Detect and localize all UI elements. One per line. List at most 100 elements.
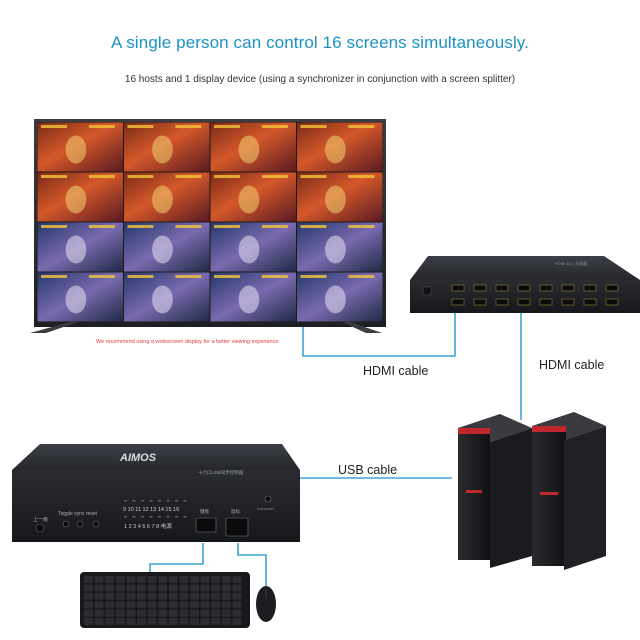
key	[137, 618, 146, 625]
key	[201, 584, 210, 591]
screen-cell	[124, 223, 210, 272]
key	[222, 601, 231, 608]
key	[211, 584, 220, 591]
key	[116, 576, 125, 583]
hdmi-port	[540, 299, 552, 305]
key	[190, 601, 199, 608]
hdmi-port	[452, 285, 464, 291]
key	[222, 610, 231, 617]
brand-logo: AIMOS	[119, 452, 157, 464]
hdmi-cable-label-left: HDMI cable	[363, 364, 428, 378]
key	[158, 593, 167, 600]
mouse	[256, 586, 276, 622]
key	[222, 593, 231, 600]
screen-cell	[38, 273, 124, 322]
hdmi-port	[562, 285, 574, 291]
channel-led	[167, 500, 170, 502]
key	[95, 584, 104, 591]
top-channel-numbers: 9 10 11 12 13 14 15 16	[123, 507, 179, 513]
display-recommendation-note: We recommend using a widescreen display …	[96, 339, 278, 345]
screen-cell	[211, 123, 297, 172]
key	[126, 576, 135, 583]
key	[169, 601, 178, 608]
key	[148, 618, 157, 625]
hdmi-cable-label-right: HDMI cable	[539, 358, 604, 372]
key	[201, 610, 210, 617]
key	[179, 618, 188, 625]
usb-cable-label: USB cable	[338, 463, 397, 477]
key	[169, 610, 178, 617]
screen-cell	[124, 123, 210, 172]
key	[137, 584, 146, 591]
key	[84, 610, 93, 617]
key	[190, 610, 199, 617]
key	[116, 593, 125, 600]
mouse-port-label: 鼠标	[231, 508, 240, 515]
hdmi-port	[518, 299, 530, 305]
prev-label: 上一级	[33, 516, 48, 523]
reset-button	[93, 521, 99, 527]
key	[84, 576, 93, 583]
screen-cell	[211, 173, 297, 222]
key	[84, 618, 93, 625]
hdmi-port	[474, 299, 486, 305]
channel-led	[124, 500, 127, 502]
screen-cell	[38, 123, 124, 172]
usb-port-keyboard	[196, 518, 216, 532]
channel-led	[133, 516, 136, 518]
key	[169, 593, 178, 600]
power-led	[265, 496, 271, 502]
channel-led	[158, 500, 161, 502]
key	[105, 618, 114, 625]
pc-tower-left	[458, 414, 532, 568]
key	[179, 610, 188, 617]
key	[126, 610, 135, 617]
screen-cell	[38, 223, 124, 272]
hdmi-port	[518, 285, 530, 291]
channel-led	[141, 500, 144, 502]
key	[201, 576, 210, 583]
key	[116, 601, 125, 608]
channel-led	[175, 500, 178, 502]
key	[116, 610, 125, 617]
screen-cell	[297, 123, 383, 172]
key	[232, 618, 241, 625]
key	[232, 610, 241, 617]
key	[232, 601, 241, 608]
channel-led	[158, 516, 161, 518]
key	[190, 593, 199, 600]
key	[95, 576, 104, 583]
key	[190, 618, 199, 625]
key	[179, 584, 188, 591]
key	[232, 576, 241, 583]
hdmi-port	[606, 285, 618, 291]
key	[84, 601, 93, 608]
hdmi-port	[452, 299, 464, 305]
key	[137, 610, 146, 617]
key	[201, 618, 210, 625]
hdmi-port	[562, 299, 574, 305]
screen-cell	[124, 173, 210, 222]
key	[201, 593, 210, 600]
keyboard	[80, 572, 250, 628]
channel-led	[150, 500, 153, 502]
key	[190, 584, 199, 591]
bottom-channel-numbers: 1 2 3 4 5 6 7 8 电源	[124, 522, 172, 530]
usb-sync-controller: AIMOS 十六口USB同步控制器 上一级 Toggle sync reset …	[12, 444, 300, 542]
hdmi-port	[496, 299, 508, 305]
key	[211, 576, 220, 583]
key	[158, 601, 167, 608]
key	[116, 584, 125, 591]
key	[137, 576, 146, 583]
hdmi-port	[496, 285, 508, 291]
key	[158, 610, 167, 617]
key	[211, 593, 220, 600]
key	[222, 576, 231, 583]
screen-cell	[211, 223, 297, 272]
channel-led	[124, 516, 127, 518]
screen-cell	[297, 173, 383, 222]
key	[148, 610, 157, 617]
channel-led	[133, 500, 136, 502]
hdmi-port	[540, 285, 552, 291]
